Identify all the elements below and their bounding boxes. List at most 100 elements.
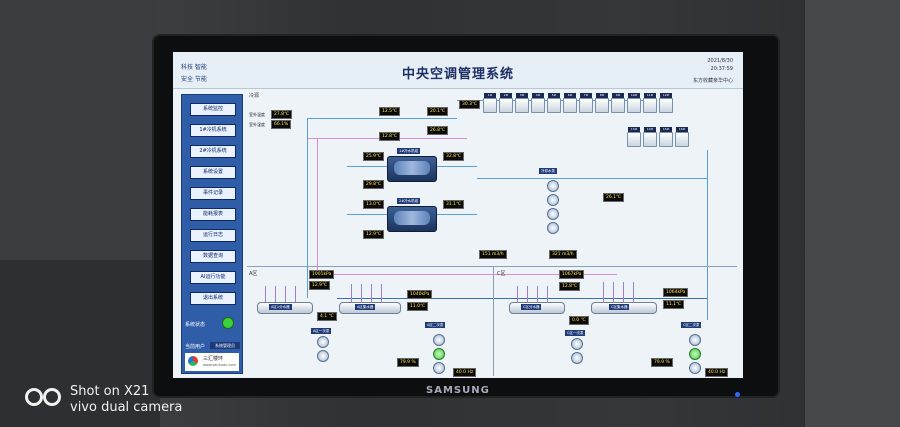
slogan-line-1: 科技 智能 — [181, 64, 207, 71]
area-c-secondary-pump[interactable] — [689, 348, 701, 360]
pipe — [477, 178, 707, 179]
header-date: 2021/8/30 — [707, 58, 733, 64]
chiller-2-out-temp: 31.1℃ — [443, 200, 465, 209]
camera-logo-icon — [43, 388, 61, 406]
area-c-value: 12.8℃ — [559, 282, 581, 291]
pipe — [307, 118, 308, 298]
cooling-pump[interactable] — [547, 208, 559, 220]
riser — [547, 286, 548, 302]
chiller-2[interactable] — [387, 206, 437, 232]
watermark-line-2: vivo dual camera — [70, 400, 183, 415]
left-wall — [0, 0, 150, 260]
chiller-1[interactable] — [387, 156, 437, 182]
current-user-value: 系统管理员 — [210, 342, 240, 349]
area-a-pump1-label: A区一次泵 — [311, 328, 332, 334]
outdoor-temp-label: 室外温度 — [249, 112, 265, 117]
riser — [295, 286, 296, 302]
tower-number: 6# — [564, 93, 576, 98]
area-c-label: C区 — [497, 271, 506, 277]
area-divider — [493, 266, 494, 376]
tower-number: 3# — [516, 93, 528, 98]
nav-system-monitor[interactable]: 系统监控 — [190, 103, 236, 116]
area-a-pump2-label: A区二次泵 — [425, 322, 446, 328]
riser — [603, 282, 604, 302]
area-c-bottom-value: 40.0 Hz — [705, 368, 729, 377]
chiller-2-in-temp: 13.0℃ — [363, 200, 385, 209]
cooling-pump[interactable] — [547, 194, 559, 206]
tower-number: 5# — [548, 93, 560, 98]
cooling-tower: 2# — [499, 93, 513, 113]
system-status-indicator — [222, 317, 234, 329]
system-status-label: 系统状态 — [185, 322, 206, 328]
cooling-tower: 8# — [595, 93, 609, 113]
riser — [537, 286, 538, 302]
temp-value: 12.8℃ — [379, 132, 401, 141]
camera-logo-icon — [25, 388, 43, 406]
riser — [527, 286, 528, 302]
cooling-tower: 3# — [515, 93, 529, 113]
chiller-2-label: 2#冷水机组 — [397, 198, 421, 204]
area-a-collector-label: A区集水器 — [355, 304, 376, 310]
area-a-primary-pump[interactable] — [317, 350, 329, 362]
header-org: 东方收藏亲华中心 — [692, 78, 733, 84]
cooling-pump[interactable] — [547, 222, 559, 234]
nav-ai-function[interactable]: AI运行功能 — [190, 271, 236, 284]
chiller-1-out-temp: 32.8℃ — [443, 152, 465, 161]
area-a-secondary-pump[interactable] — [433, 362, 445, 374]
tower-number: 8# — [596, 93, 608, 98]
riser — [361, 284, 362, 302]
tower-number: 11# — [644, 93, 656, 98]
area-a-primary-pump[interactable] — [317, 336, 329, 348]
cooling-pump[interactable] — [547, 180, 559, 192]
area-c-value: 1067kPa — [559, 270, 585, 279]
nav-chiller-1[interactable]: 1#冷机系统 — [190, 124, 236, 137]
nav-chiller-2[interactable]: 2#冷机系统 — [190, 145, 236, 158]
pipe — [307, 118, 457, 119]
tower-number: 14# — [644, 127, 656, 132]
scada-screen: 科技 智能 安全 节能 中央空调管理系统 2021/8/30 20:37:59 … — [173, 52, 743, 378]
pipe — [707, 150, 708, 320]
area-a-label: A区 — [249, 271, 258, 277]
cooling-tower: 5# — [547, 93, 561, 113]
area-a-secondary-pump[interactable] — [433, 348, 445, 360]
tower-number: 1# — [484, 93, 496, 98]
area-a-bottom-value: 79.9 % — [397, 358, 419, 367]
nav-energy-report[interactable]: 能耗报表 — [190, 208, 236, 221]
area-c-primary-pump[interactable] — [571, 352, 583, 364]
cooling-tower: 12# — [659, 93, 673, 113]
cooling-tower: 13# — [627, 127, 641, 147]
cooling-pump-label: 冷却水泵 — [539, 168, 557, 174]
cooling-tower: 15# — [659, 127, 673, 147]
area-a-value: 12.9℃ — [309, 281, 331, 290]
cooling-tower: 9# — [611, 93, 625, 113]
area-c-primary-pump[interactable] — [571, 338, 583, 350]
riser — [285, 286, 286, 302]
section-cold-source: 冷源 — [249, 93, 260, 99]
area-a-value: 4.1 ℃ — [317, 312, 337, 321]
chiller-1-label: 1#冷水机组 — [397, 148, 421, 154]
area-c-secondary-pump[interactable] — [689, 334, 701, 346]
area-a-bottom-value: 40.0 Hz — [453, 368, 477, 377]
nav-event-log[interactable]: 事件记录 — [190, 187, 236, 200]
area-c-secondary-pump[interactable] — [689, 362, 701, 374]
monitor-brand: SAMSUNG — [426, 385, 490, 396]
page-title: 中央空调管理系统 — [401, 67, 514, 82]
nav-data-query[interactable]: 数据查询 — [190, 250, 236, 263]
area-a-secondary-pump[interactable] — [433, 334, 445, 346]
nav-system-settings[interactable]: 系统设置 — [190, 166, 236, 179]
cooling-tower: 6# — [563, 93, 577, 113]
nav-exit[interactable]: 退出系统 — [190, 292, 236, 305]
area-c-collector-label: C区集水器 — [609, 304, 630, 310]
area-a-value: 1001kPa — [309, 270, 335, 279]
cooling-tower: 4# — [531, 93, 545, 113]
tower-number: 9# — [612, 93, 624, 98]
company-logo: 三汇楼环 www.sanhuan.com — [185, 353, 239, 371]
nav-run-log[interactable]: 运行日志 — [190, 229, 236, 242]
temp-value: 12.5℃ — [379, 107, 401, 116]
header: 科技 智能 安全 节能 中央空调管理系统 2021/8/30 20:37:59 … — [173, 52, 743, 89]
area-a-distributor-label: A区1分水器 — [269, 304, 292, 310]
area-c-value: 11.1℃ — [663, 300, 685, 309]
riser — [351, 284, 352, 302]
cooling-tower: 10# — [627, 93, 641, 113]
area-a-value: 1040kPa — [407, 290, 433, 299]
